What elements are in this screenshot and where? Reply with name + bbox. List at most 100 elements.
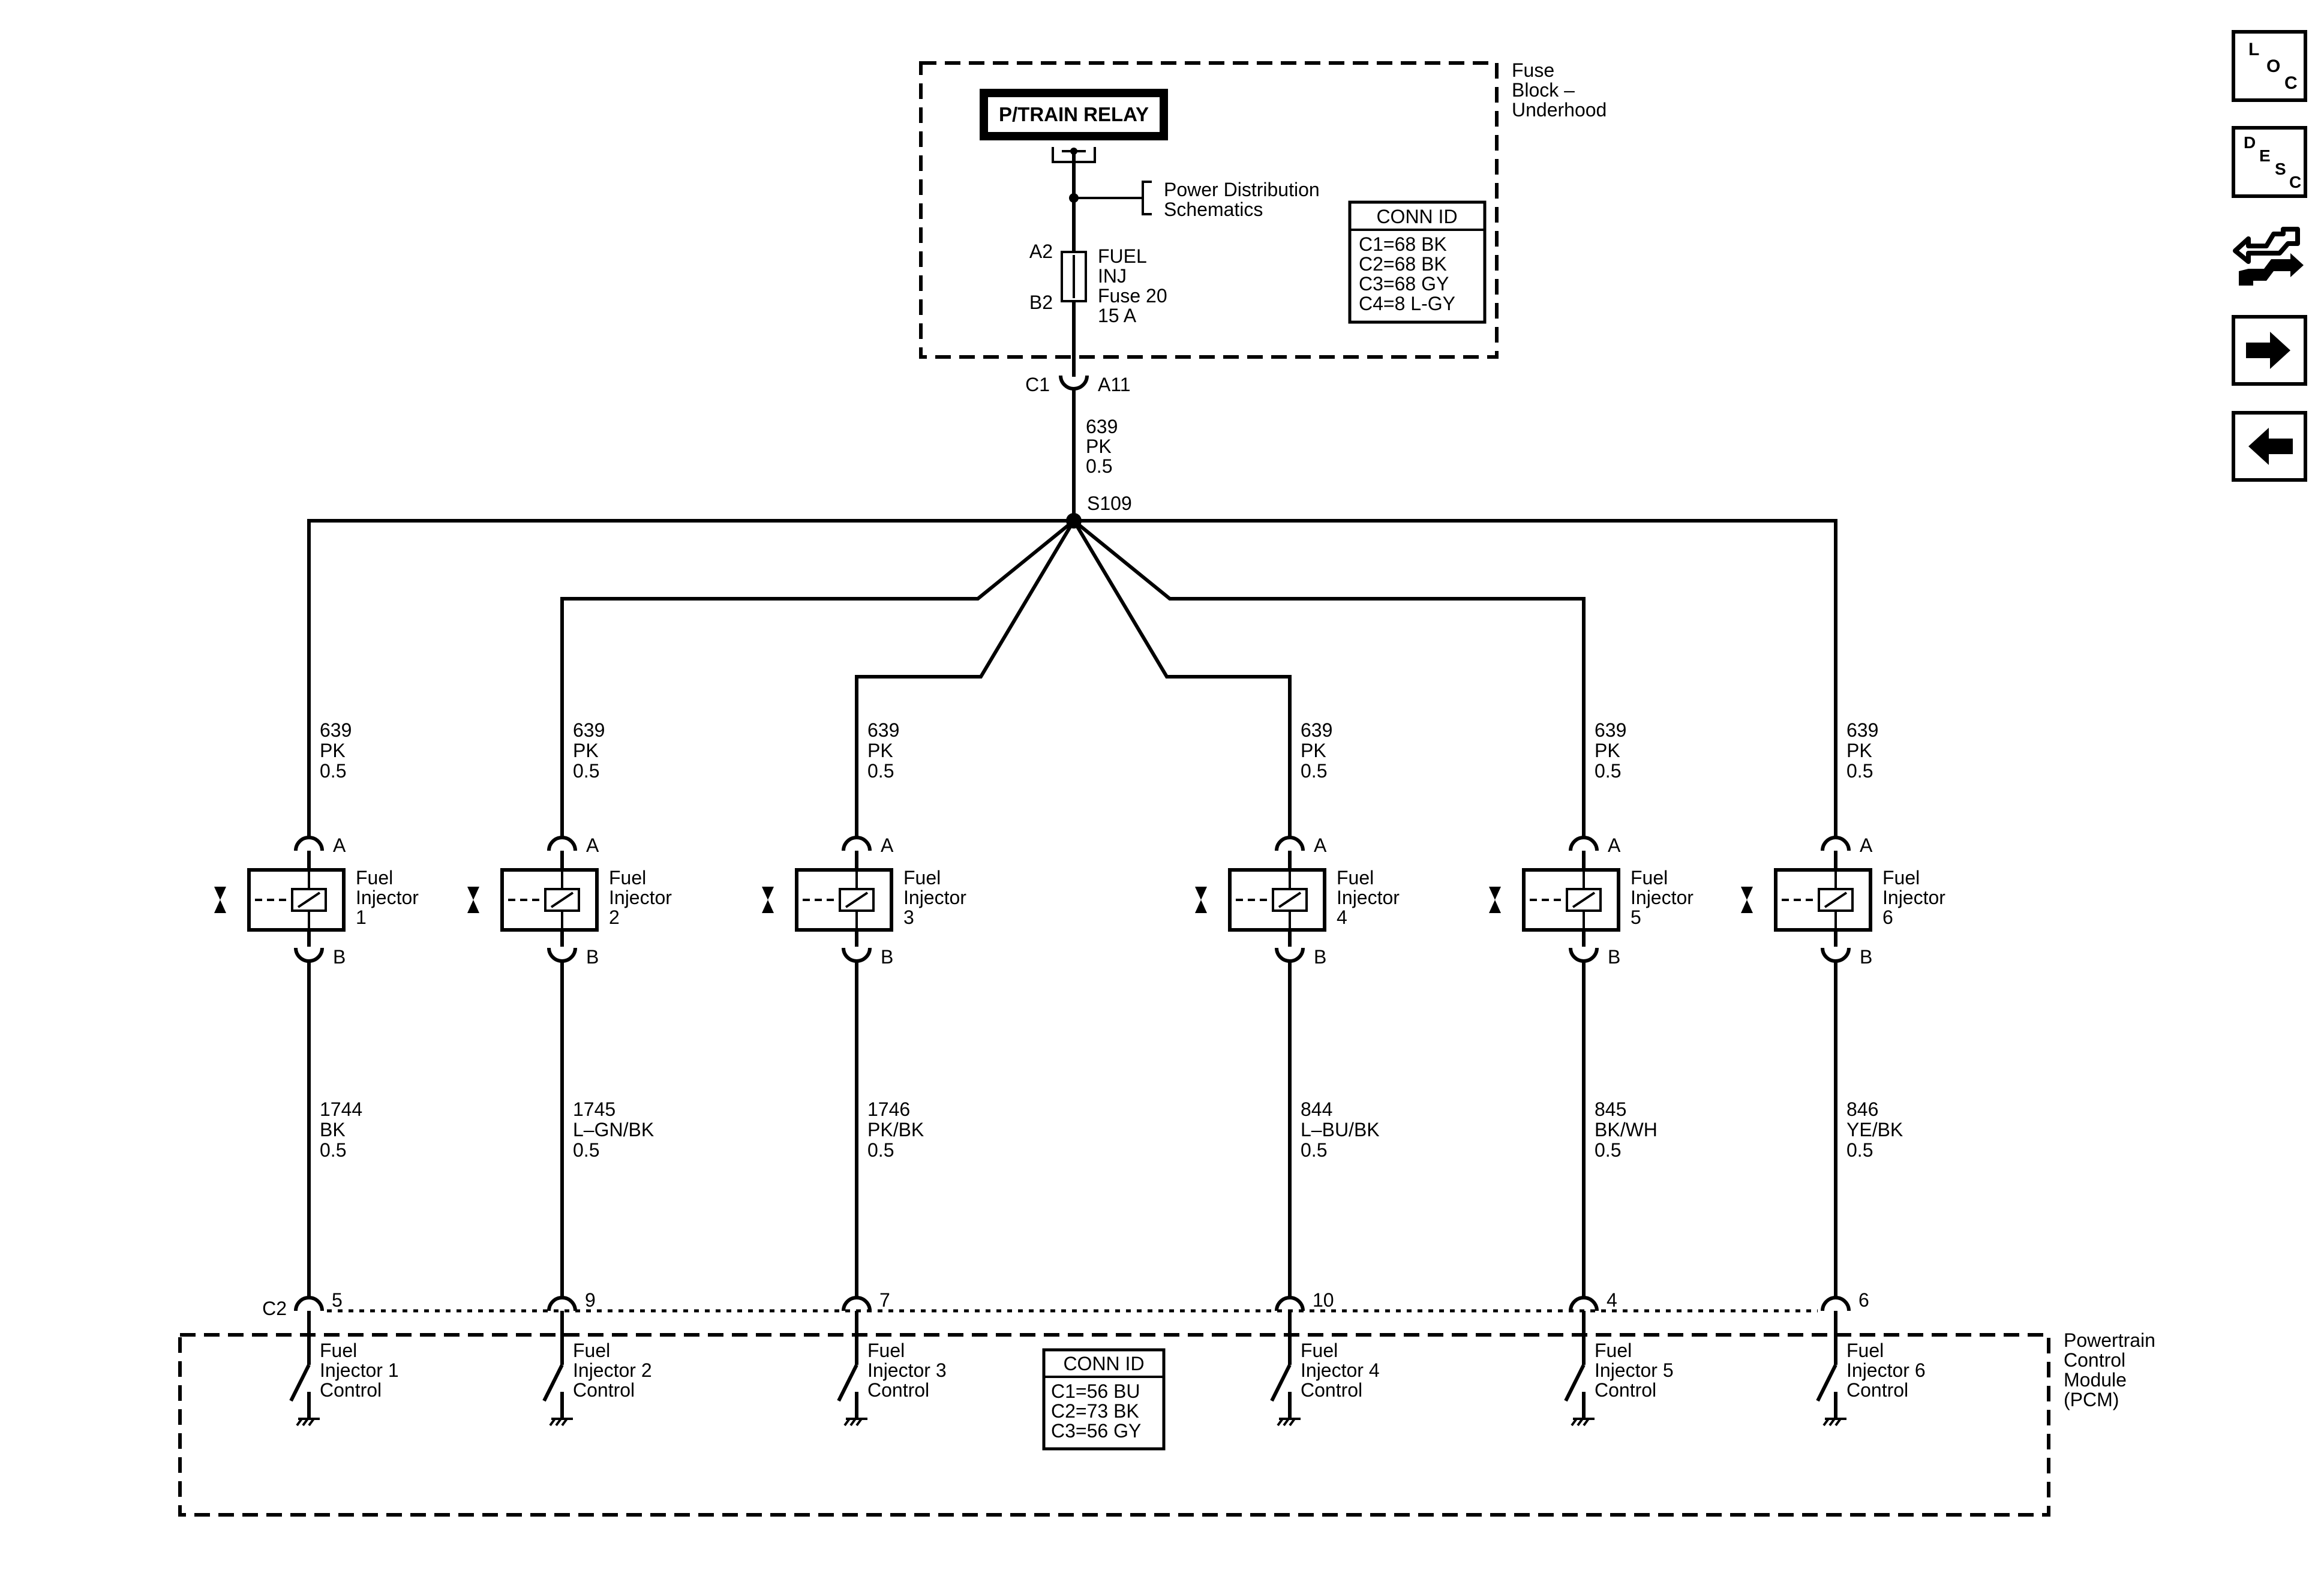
injector-name: 5 [1631, 906, 1641, 928]
connector-b-icon [842, 947, 872, 963]
c1-connector: C1 A11 [1025, 374, 1130, 395]
injector-feed-wire-label: PK [573, 740, 599, 761]
fuse-conn-id-row: C4=8 L-GY [1359, 293, 1455, 314]
connector-a-icon [294, 836, 324, 851]
control-wire-label: YE/BK [1846, 1119, 1903, 1140]
connector-b-icon [294, 947, 324, 963]
fuel-injector-4: 639PK0.5AFuelInjector4B844L–BU/BK0.510Fu… [1195, 719, 1400, 1427]
injector-valve-icon [762, 887, 774, 913]
powertrain-control-module: C2 Powertrain Control Module (PCM) CONN … [178, 1298, 2155, 1517]
c2-connector-icon [547, 1296, 577, 1311]
c2-connector-icon [1275, 1296, 1305, 1311]
ptrain-relay-box[interactable] [980, 89, 1168, 140]
control-wire-label: 1746 [867, 1098, 910, 1120]
fuse-label-1: FUEL [1098, 245, 1147, 267]
injector-name: Injector [903, 887, 966, 908]
fuse-block-conn-id-table: CONN ID C1=68 BK C2=68 BK C3=68 GY C4=8 … [1348, 200, 1487, 324]
injector-name: 3 [903, 906, 914, 928]
pcm-conn-id-title: CONN ID [1063, 1353, 1144, 1374]
control-wire-label: 0.5 [1846, 1139, 1873, 1161]
control-wire-label: 844 [1301, 1098, 1332, 1120]
injector-feed-wire-label: 639 [320, 719, 352, 741]
control-wire-label: 0.5 [867, 1139, 894, 1161]
c2-connector-icon [1821, 1296, 1851, 1311]
pin-a-label: A [333, 834, 346, 856]
driver-switch-icon [542, 1364, 564, 1402]
injector-name: Injector [1882, 887, 1945, 908]
injector-feed-wire-label: 639 [573, 719, 605, 741]
fuel-injector-3: 639PK0.5AFuelInjector3B1746PK/BK0.57Fuel… [762, 719, 966, 1427]
injector-feed-wire-label: PK [1846, 740, 1872, 761]
injector-control-label: Fuel [1595, 1340, 1632, 1361]
fuse-conn-id-row: C2=68 BK [1359, 253, 1447, 275]
arrow-right-icon [2246, 332, 2290, 369]
feed-wire-circuit: 639 [1086, 416, 1118, 437]
control-wire-label: 1744 [320, 1098, 362, 1120]
injector-name: Fuel [1631, 867, 1668, 888]
injector-name: 1 [356, 906, 367, 928]
injector-name: 6 [1882, 906, 1893, 928]
injector-name: 4 [1337, 906, 1347, 928]
fuse-conn-id-row: C1=68 BK [1359, 233, 1447, 255]
connector-tools-icon [2233, 227, 2304, 286]
injector-name: Fuel [903, 867, 941, 888]
control-wire-label: 846 [1846, 1098, 1878, 1120]
pcm-title-3: Module [2064, 1369, 2127, 1391]
power-dist-label-1[interactable]: Power Distribution [1164, 179, 1320, 200]
injector-control-label: Fuel [320, 1340, 357, 1361]
pcm-conn-id-table: CONN ID C1=56 BU C2=73 BK C3=56 GY [1042, 1348, 1166, 1451]
c1-connector-icon [1059, 375, 1089, 391]
control-wire-label: 0.5 [1301, 1139, 1327, 1161]
connector-a-icon [842, 836, 872, 851]
injector-feed-wire-label: 639 [1846, 719, 1878, 741]
injector-valve-icon [1741, 887, 1753, 913]
connector-b-icon [1569, 947, 1599, 963]
fuel-injector-6: 639PK0.5AFuelInjector6B846YE/BK0.56FuelI… [1741, 719, 1945, 1427]
desc-button[interactable]: D E S C [2232, 126, 2307, 198]
fuse-pin-b2: B2 [1029, 292, 1053, 313]
injector-control-label: Control [1595, 1379, 1656, 1401]
connector-a-icon [1275, 836, 1305, 851]
connector-tools-button[interactable] [2230, 216, 2308, 288]
desc-letter: D [2244, 133, 2256, 152]
connector-a-icon [1821, 836, 1851, 851]
injector-feed-wire-label: 639 [1595, 719, 1626, 741]
connector-b-icon [1275, 947, 1305, 963]
power-dist-bracket [1142, 181, 1152, 215]
pcm-conn-id-row: C3=56 GY [1051, 1420, 1141, 1442]
injector-feed-wire-label: 639 [867, 719, 899, 741]
next-button[interactable] [2232, 315, 2307, 386]
driver-switch-icon [1564, 1364, 1586, 1402]
pcm-title-2: Control [2064, 1349, 2125, 1371]
injector-valve-icon [1489, 887, 1501, 913]
control-wire-label: BK/WH [1595, 1119, 1658, 1140]
pin-b-label: B [881, 946, 893, 968]
pin-a-label: A [1314, 834, 1327, 856]
control-wire-label: 1745 [573, 1098, 615, 1120]
injector-name: Fuel [1337, 867, 1374, 888]
injector-feed-wire-label: 0.5 [320, 760, 346, 782]
control-wire-label: 845 [1595, 1098, 1626, 1120]
fuel-injector-1: 639PK0.5AFuelInjector1B1744BK0.55FuelInj… [214, 719, 419, 1427]
pin-b-label: B [333, 946, 346, 968]
control-wire-label: PK/BK [867, 1119, 924, 1140]
pin-a-label: A [1608, 834, 1621, 856]
prev-button[interactable] [2232, 411, 2307, 482]
injector-control-label: Fuel [1301, 1340, 1338, 1361]
injector-control-label: Control [1846, 1379, 1908, 1401]
fuse-label-2: INJ [1098, 265, 1127, 287]
splice-s109-label: S109 [1087, 493, 1132, 514]
injector-control-label: Injector 2 [573, 1359, 652, 1381]
pcm-pin-label: 9 [585, 1289, 596, 1311]
c2-connector-icon [294, 1296, 324, 1311]
fuse-block-title-3: Underhood [1512, 99, 1607, 121]
fuel-injectors: 639PK0.5AFuelInjector1B1744BK0.55FuelInj… [214, 719, 1945, 1427]
power-dist-label-2[interactable]: Schematics [1164, 199, 1263, 220]
driver-switch-icon [837, 1364, 858, 1402]
arrow-left-icon [2248, 428, 2293, 465]
injector-feed-wire-label: 0.5 [1846, 760, 1873, 782]
fuse-conn-id-row: C3=68 GY [1359, 273, 1449, 295]
desc-letter: C [2289, 173, 2302, 191]
pcm-conn-id-row: C2=73 BK [1051, 1400, 1139, 1422]
loc-button[interactable]: L O C [2232, 30, 2307, 102]
